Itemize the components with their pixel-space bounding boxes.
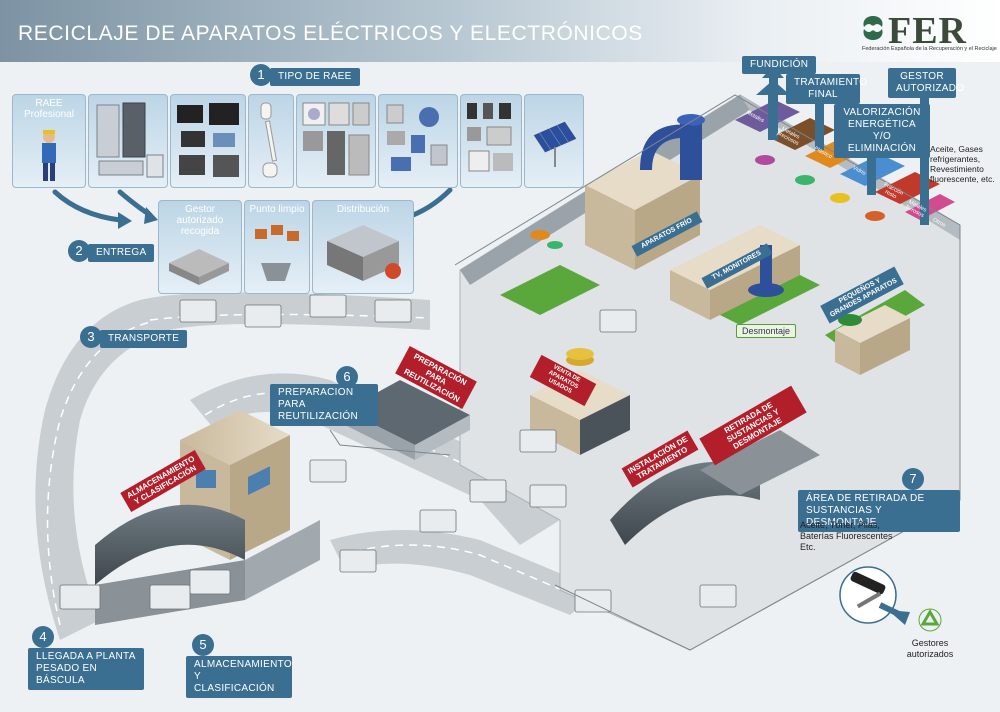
raee-panel-frio bbox=[88, 94, 168, 188]
raee-panel-pequenos bbox=[378, 94, 458, 188]
delivery-punto-limpio-panel: Punto limpio bbox=[244, 200, 310, 294]
raee-panel-label: RAEE Profesional bbox=[23, 98, 75, 120]
store-icon bbox=[327, 225, 401, 281]
delivery-punto-limpio-label: Punto limpio bbox=[249, 204, 305, 215]
raee-panel-profesional: RAEE Profesional bbox=[12, 94, 86, 188]
delivery-distribucion-label: Distribución bbox=[336, 204, 390, 215]
page-title: RECICLAJE DE APARATOS ELÉCTRICOS Y ELECT… bbox=[18, 22, 643, 45]
output-fundicion-label: FUNDICIÓN bbox=[742, 56, 817, 74]
fer-logo: FER Federación Española de la Recuperaci… bbox=[860, 10, 997, 58]
delivery-gestor-label: Gestor autorizado recogida bbox=[176, 204, 224, 237]
step-4-label: LLEGADA A PLANTA PESADO EN BÁSCULA bbox=[28, 648, 144, 690]
step-5-badge: 5 bbox=[192, 634, 214, 656]
solar-panel-icon bbox=[532, 120, 578, 167]
header-bar: RECICLAJE DE APARATOS ELÉCTRICOS Y ELECT… bbox=[0, 0, 1000, 62]
containers-icon bbox=[255, 225, 299, 281]
raee-panel-lamparas bbox=[248, 94, 294, 188]
fridge-icon bbox=[96, 102, 164, 178]
phone-icon bbox=[467, 103, 513, 172]
recycle-icon bbox=[918, 608, 942, 632]
fer-logo-icon bbox=[863, 16, 883, 40]
raee-panel-lavadoras bbox=[296, 94, 376, 188]
warehouse-icon bbox=[169, 249, 229, 285]
fences bbox=[329, 94, 961, 651]
step-2-label: ENTREGA bbox=[88, 244, 155, 262]
raee-panel-solar bbox=[524, 94, 584, 188]
logo-subtitle: Federación Española de la Recuperación y… bbox=[862, 46, 997, 52]
trucks bbox=[59, 294, 737, 613]
step-6-label: PREPARACION PARA REUTILIZACIÓN bbox=[270, 384, 378, 426]
step-6-badge: 6 bbox=[336, 366, 358, 388]
small-appliance-icon bbox=[386, 104, 448, 171]
gestores-arrow bbox=[839, 566, 910, 625]
step-5-label: ALMACENAMIENTO Y CLASIFICACIÓN bbox=[186, 656, 292, 698]
step-1-label: TIPO DE RAEE bbox=[270, 68, 360, 86]
washer-icon bbox=[302, 102, 370, 176]
step-2-badge: 2 bbox=[68, 240, 90, 262]
substances-note: Aceite, Tóner, Pilas, Baterías Fluoresce… bbox=[800, 520, 893, 552]
step-3-label: TRANSPORTE bbox=[100, 330, 188, 348]
lamp-icon bbox=[260, 102, 278, 178]
step-7-badge: 7 bbox=[902, 468, 924, 490]
delivery-distribucion-panel: Distribución bbox=[312, 200, 414, 294]
worker-icon bbox=[42, 130, 56, 181]
desmontaje-tag: Desmontaje bbox=[736, 324, 797, 338]
treatment-shed bbox=[610, 430, 820, 545]
raee-panel-telefonia bbox=[460, 94, 522, 188]
small-large-appliances-building bbox=[835, 305, 910, 375]
step-4-badge: 4 bbox=[32, 626, 54, 648]
gestores-autorizados-label: Gestores autorizados bbox=[906, 638, 954, 659]
output-tratamiento-label: TRATAMIENTO FINAL bbox=[786, 74, 867, 104]
monitors-station bbox=[670, 225, 800, 320]
raee-panel-informatica bbox=[170, 94, 246, 188]
logo-text: FER bbox=[888, 10, 967, 52]
delivery-gestor-panel: Gestor autorizado recogida bbox=[158, 200, 242, 294]
output-gestor-label: GESTOR AUTORIZADO bbox=[888, 68, 964, 98]
computer-icon bbox=[177, 103, 239, 177]
step-1-badge: 1 bbox=[250, 64, 272, 86]
gestor-substances-note: Aceite, Gases refrigerantes, Revestimien… bbox=[930, 144, 995, 184]
step-3-badge: 3 bbox=[80, 326, 102, 348]
step-7-label: ÁREA DE RETIRADA DE SUSTANCIAS Y DESMONT… bbox=[798, 490, 960, 532]
output-valorizacion-label: VALORIZACIÓN ENERGÉTICA Y/O ELIMINACIÓN bbox=[834, 104, 930, 158]
